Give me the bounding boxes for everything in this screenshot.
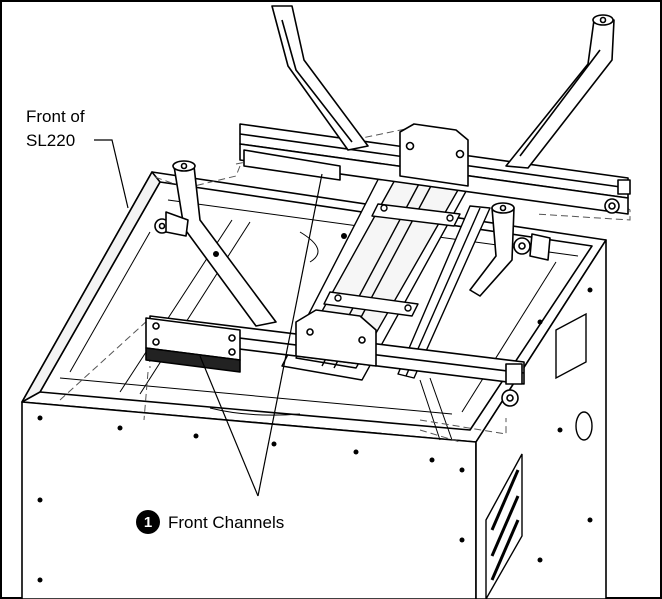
track-plate-lower <box>323 291 419 317</box>
front-of-leader <box>94 139 129 209</box>
back-channel <box>243 149 341 181</box>
front-channels-leader-right <box>257 173 323 497</box>
back-center-plate <box>399 123 469 187</box>
front-of-label-line2: SL220 <box>26 131 75 150</box>
callout-circle <box>136 510 160 534</box>
back-arms <box>271 5 615 169</box>
front-channels-label: Front Channels <box>168 513 284 532</box>
cabinet-left-face <box>21 171 161 403</box>
side-panel-hole <box>575 411 593 441</box>
front-channel <box>145 317 241 373</box>
side-panel-label <box>485 453 523 599</box>
back-right-arm <box>505 19 615 169</box>
front-center-plate <box>295 309 377 367</box>
callout-number: 1 <box>144 514 152 531</box>
front-left-upright <box>154 160 277 327</box>
track-plate-upper <box>371 203 461 227</box>
front-crossbar <box>149 309 525 407</box>
back-crossbar <box>239 123 631 215</box>
callout-badge: 1 <box>136 510 160 534</box>
fastener-dots <box>37 233 593 583</box>
side-panel-features <box>485 312 593 599</box>
right-upright <box>469 202 551 297</box>
side-panel-window <box>555 312 587 380</box>
leader-lines <box>94 139 323 497</box>
cabinet-front-face <box>21 401 477 599</box>
back-left-arm <box>271 5 369 151</box>
front-channels-leader-left <box>199 355 259 497</box>
front-of-label-line1: Front of <box>26 107 85 126</box>
